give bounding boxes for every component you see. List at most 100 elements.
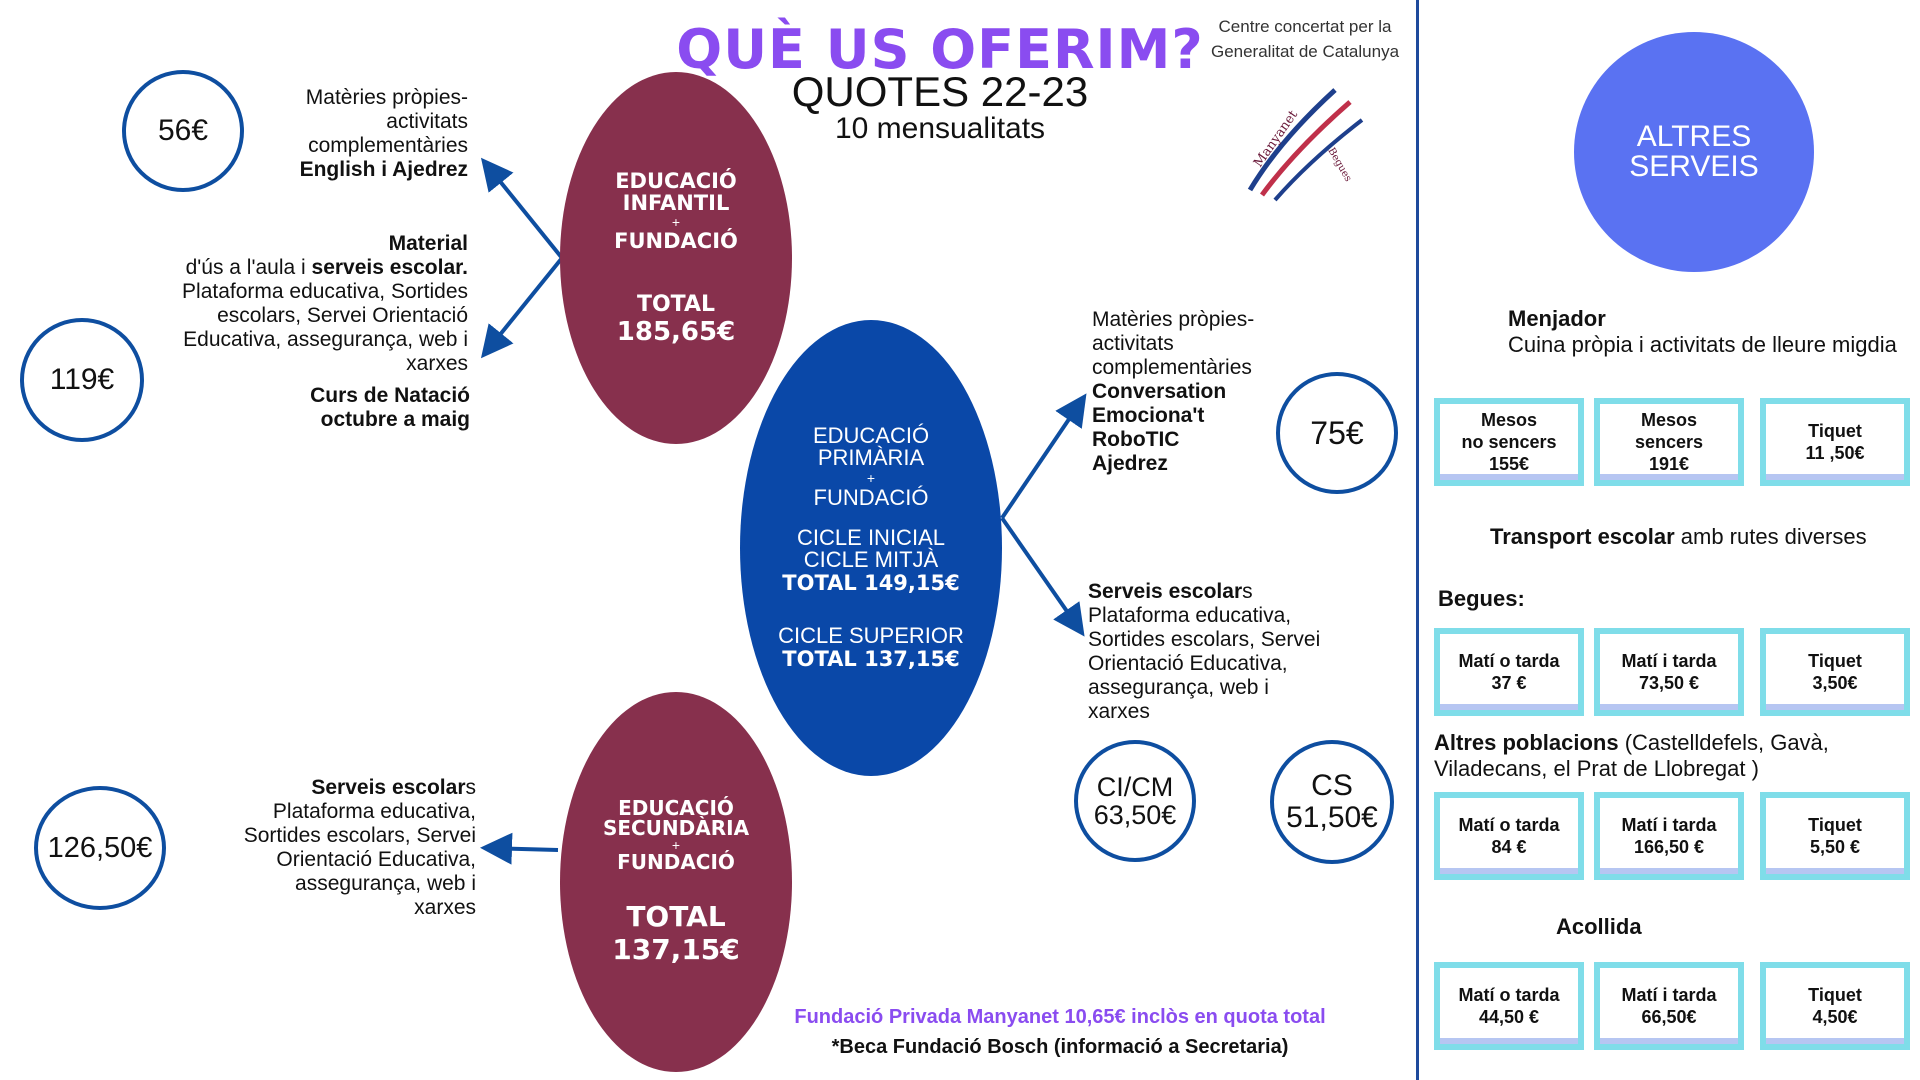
box-line: Matí o tarda: [1458, 985, 1560, 1005]
desc-line: octubre a maig: [320, 408, 470, 431]
arrow-infant-up: [480, 157, 564, 260]
desc-line: complementàries: [308, 134, 468, 157]
box-line: Mesos: [1640, 410, 1698, 430]
secundaria-total-label: TOTAL: [626, 900, 726, 933]
desc-line: Orientació Educativa,: [276, 848, 476, 871]
box-line: no sencers: [1461, 432, 1557, 452]
infantil-total-label: TOTAL: [636, 291, 716, 317]
primaria-line1: EDUCACIÓ: [812, 423, 930, 448]
price-circle-119: 119€: [20, 318, 144, 442]
infantil-line1: EDUCACIÓ: [615, 168, 737, 193]
primaria-total-1: TOTAL 149,15€: [782, 571, 960, 595]
desc-line: Sortides escolars, Servei: [1088, 628, 1321, 651]
menjador-title: Menjador: [1508, 306, 1606, 331]
altres-line-1: ALTRES: [1636, 120, 1752, 153]
primaria-cicle-superior: CICLE SUPERIOR: [778, 623, 964, 648]
page-subtitle-mensualitats: 10 mensualitats: [834, 112, 1046, 145]
secundaria-plus: +: [671, 837, 681, 853]
concert-note: Centre concertat per la Generalitat de C…: [1190, 14, 1420, 64]
column-divider: [1416, 0, 1419, 1080]
secundaria-line3: FUNDACIÓ: [617, 850, 735, 874]
box-line: Matí i tarda: [1621, 651, 1717, 671]
arrows-layer: [480, 157, 1087, 865]
desc-line: English i Ajedrez: [299, 158, 468, 181]
box-line: Matí i tarda: [1621, 815, 1717, 835]
primaria-plus: +: [866, 470, 876, 486]
infantil-total: 185,65€: [616, 316, 736, 347]
desc-span: s: [465, 776, 477, 799]
primaria-total-2: TOTAL 137,15€: [782, 647, 960, 671]
transport-section: Transport escolar amb rutes diverses: [1490, 524, 1890, 550]
price-126: 126,50€: [47, 831, 153, 864]
desc-span: s: [1242, 580, 1253, 603]
concert-line-1: Centre concertat per la: [1218, 17, 1392, 36]
desc-span: d'ús a l'aula i: [185, 256, 312, 279]
price-119: 119€: [49, 363, 115, 396]
menjador-section: Menjador Cuina pròpia i activitats de ll…: [1508, 306, 1908, 358]
arrow-infant-down: [480, 256, 564, 359]
box-line: 84 €: [1491, 837, 1527, 857]
desc-line: Plataforma educativa,: [1088, 604, 1292, 627]
desc-line: Plataforma educativa, Sortides: [182, 280, 468, 303]
desc-line: RoboTIC: [1092, 428, 1180, 451]
infantil-plus: +: [671, 213, 681, 230]
box-line: 166,50 €: [1633, 837, 1705, 857]
desc-span-bold: Serveis escolar: [1088, 580, 1243, 603]
desc-line: Serveis escolars: [1088, 580, 1388, 604]
desc-infantil-materies: Matèries pròpies- activitats complementà…: [230, 86, 468, 182]
box-line: Tiquet: [1808, 815, 1862, 835]
desc-secundaria-serveis: Serveis escolars Plataforma educativa, S…: [200, 776, 476, 920]
desc-line: complementàries: [1092, 356, 1252, 379]
desc-span-bold: Serveis escolar: [311, 776, 466, 799]
altres-line-2: SERVEIS: [1629, 150, 1759, 183]
desc-line: Sortides escolars, Servei: [243, 824, 476, 847]
price-75: 75€: [1310, 414, 1364, 451]
box-line: 66,50€: [1641, 1007, 1697, 1027]
price-cs: 51,50€: [1286, 801, 1378, 834]
price-circle-cs: CS 51,50€: [1270, 740, 1394, 864]
box-line: 11 ,50€: [1805, 443, 1865, 463]
desc-line: Ajedrez: [1092, 452, 1168, 475]
desc-line: xarxes: [406, 352, 468, 375]
box-line: 5,50 €: [1809, 837, 1861, 857]
desc-span-bold: serveis escolar.: [311, 256, 468, 279]
desc-line: xarxes: [1088, 700, 1150, 723]
box-line: Tiquet: [1808, 651, 1862, 671]
desc-line: Material: [388, 232, 468, 255]
price-circle-cicm: CI/CM 63,50€: [1074, 740, 1196, 862]
altres-poblacions-section: Altres poblacions (Castelldefels, Gavà, …: [1434, 730, 1904, 782]
price-56: 56€: [157, 114, 209, 147]
arrow-prim-up: [1000, 393, 1087, 520]
desc-line: assegurança, web i: [1088, 676, 1269, 699]
secundaria-total: 137,15€: [612, 933, 740, 966]
desc-primaria-materies: Matèries pròpies- activitats complementà…: [1092, 308, 1312, 476]
box-line: 191€: [1648, 454, 1690, 474]
secundaria-line2: SECUNDÀRIA: [602, 816, 750, 840]
footer-fundacio-note: Fundació Privada Manyanet 10,65€ inclòs …: [794, 1006, 1326, 1028]
arrow-sec-left: [480, 832, 559, 865]
ellipse-educacio-secundaria: EDUCACIÓ SECUNDÀRIA + FUNDACIÓ TOTAL 137…: [560, 692, 792, 1072]
desc-primaria-serveis: Serveis escolars Plataforma educativa, S…: [1088, 580, 1388, 724]
box-line: 155€: [1488, 454, 1530, 474]
price-cicm: 63,50€: [1093, 800, 1177, 830]
transport-title: Transport escolar: [1490, 524, 1675, 549]
price-cs-label: CS: [1311, 769, 1353, 802]
box-line: Matí o tarda: [1458, 651, 1560, 671]
menjador-desc: Cuina pròpia i activitats de lleure migd…: [1508, 332, 1897, 357]
desc-line: Emociona't: [1092, 404, 1205, 427]
altres-poblacions-label: Altres poblacions: [1434, 730, 1619, 755]
desc-line: d'ús a l'aula i serveis escolar.: [130, 256, 468, 280]
box-line: 44,50 €: [1478, 1007, 1540, 1027]
primaria-line2: PRIMÀRIA: [817, 445, 925, 470]
desc-line: activitats: [386, 110, 468, 133]
altres-poblacions-desc: (Castelldefels, Gavà, Viladecans, el Pra…: [1434, 730, 1829, 781]
desc-line: Conversation: [1092, 380, 1227, 403]
